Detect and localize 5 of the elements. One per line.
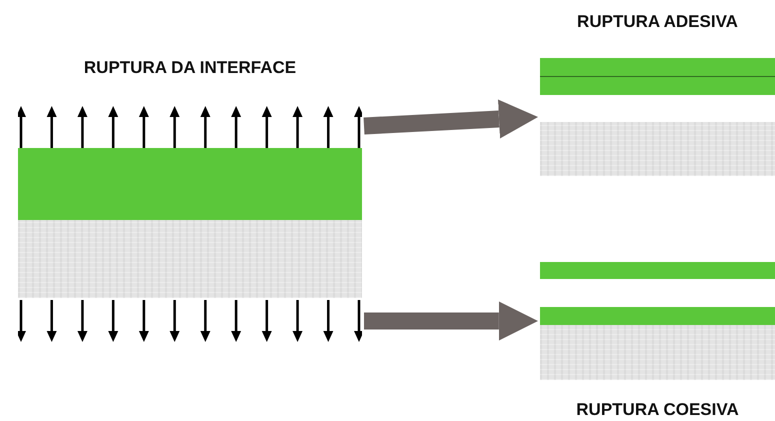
- arrow: [364, 301, 538, 341]
- arrow: [364, 99, 538, 139]
- heading: RUPTURA DA INTERFACE: [82, 58, 298, 78]
- heading: RUPTURA ADESIVA: [576, 12, 739, 32]
- heading: RUPTURA COESIVA: [575, 400, 740, 420]
